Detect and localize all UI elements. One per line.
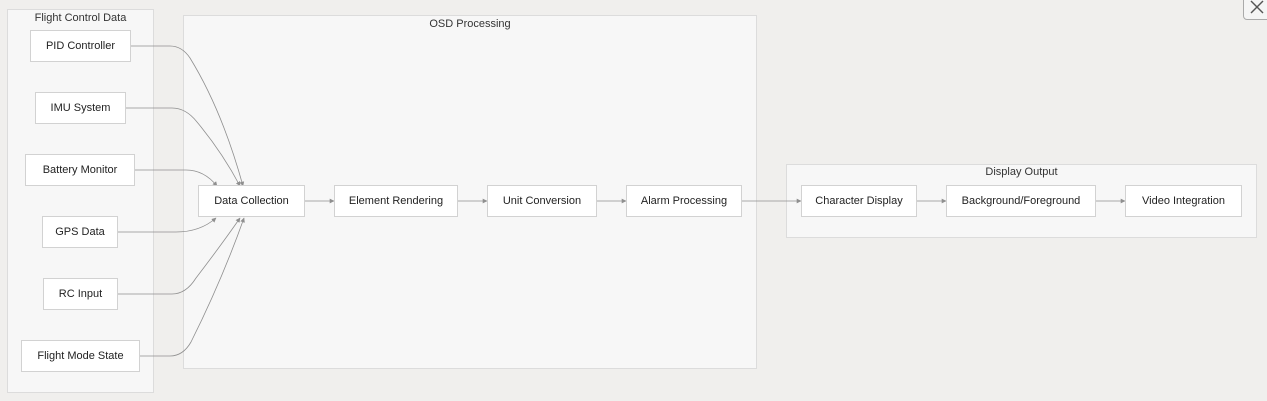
node-unit-conversion[interactable]: Unit Conversion: [487, 185, 597, 217]
node-rc-input[interactable]: RC Input: [43, 278, 118, 310]
cluster-title-osd-processing: OSD Processing: [429, 18, 511, 30]
close-button[interactable]: [1243, 0, 1267, 20]
close-icon: [1250, 0, 1264, 14]
node-imu-system[interactable]: IMU System: [35, 92, 126, 124]
node-flight-mode-state[interactable]: Flight Mode State: [21, 340, 140, 372]
cluster-title-flight-control-data: Flight Control Data: [34, 12, 127, 24]
cluster-flight-control-data: Flight Control Data: [7, 9, 154, 393]
node-gps-data[interactable]: GPS Data: [42, 216, 118, 248]
node-battery-monitor[interactable]: Battery Monitor: [25, 154, 135, 186]
node-background-foreground[interactable]: Background/Foreground: [946, 185, 1096, 217]
node-pid-controller[interactable]: PID Controller: [30, 30, 131, 62]
node-character-display[interactable]: Character Display: [801, 185, 917, 217]
cluster-title-display-output: Display Output: [985, 166, 1058, 178]
node-alarm-processing[interactable]: Alarm Processing: [626, 185, 742, 217]
node-video-integration[interactable]: Video Integration: [1125, 185, 1242, 217]
node-data-collection[interactable]: Data Collection: [198, 185, 305, 217]
node-element-rendering[interactable]: Element Rendering: [334, 185, 458, 217]
